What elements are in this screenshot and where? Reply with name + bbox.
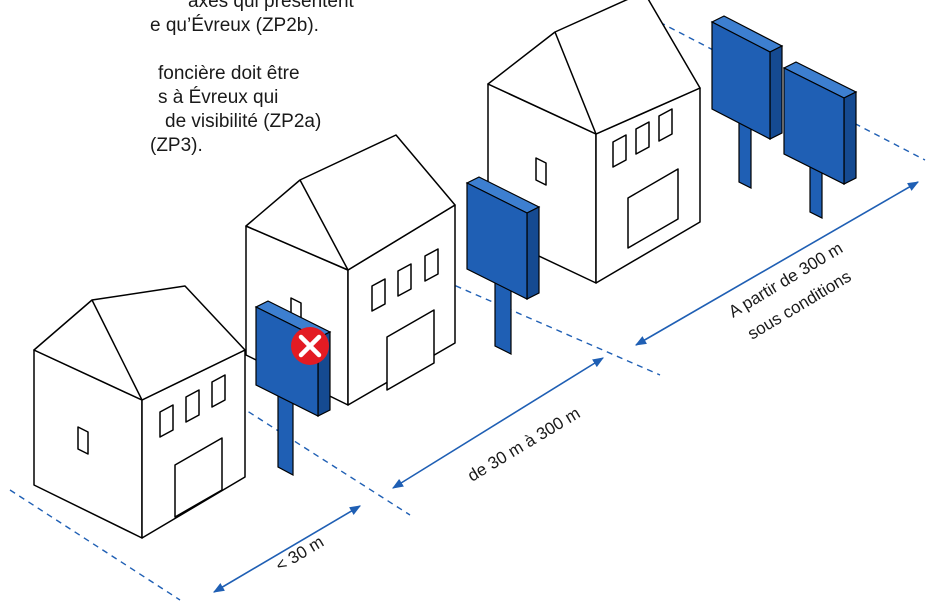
billboard [710, 15, 784, 189]
intro-line: e qu’Évreux (ZP2b). [150, 15, 319, 36]
boundary-line [229, 399, 411, 516]
intro-line: de visibilité (ZP2a) [165, 111, 322, 132]
house-window [635, 121, 650, 155]
house-roof [245, 134, 456, 271]
dimension-arrow-zone2 [392, 357, 604, 489]
house-1 [33, 285, 246, 539]
house-window [612, 134, 627, 168]
house-window [159, 404, 174, 438]
house-side-window [77, 426, 89, 455]
intro-paragraph-1: axes qui présentent e qu’Évreux (ZP2b). [0, 0, 354, 38]
house-door [386, 309, 435, 391]
intro-line: foncière doit être [158, 63, 300, 84]
house-door [627, 168, 679, 249]
boundary-lines [9, 11, 926, 601]
dimension-arrow-zone1 [213, 505, 361, 593]
billboard [782, 61, 858, 219]
zone-label-1: < 30 m [272, 532, 327, 575]
intro-line: (ZP3). [150, 135, 203, 156]
billboard [465, 176, 541, 355]
boundary-line [9, 489, 181, 601]
house-roof [33, 285, 246, 401]
house-window [371, 278, 386, 312]
billboard-group-3 [710, 15, 858, 219]
house-window [185, 389, 200, 423]
zone-label-2: de 30 m à 300 m [464, 403, 583, 485]
dimension-arrows [213, 181, 919, 593]
house-side-window [535, 157, 547, 186]
boundary-line [639, 11, 926, 161]
house-window [397, 263, 412, 297]
house-window [424, 248, 439, 282]
intro-line: axes qui présentent [188, 0, 354, 12]
intro-line: s à Évreux qui [158, 87, 279, 108]
forbidden-x-icon [291, 327, 329, 365]
intro-paragraph-2: foncière doit être s à Évreux qui de vis… [0, 62, 321, 158]
billboard-forbidden [254, 300, 332, 476]
house-door [174, 437, 223, 518]
house-roof [487, 0, 701, 135]
house-window [658, 108, 673, 142]
dimension-arrow-zone3 [635, 181, 919, 346]
house-window [211, 374, 226, 408]
